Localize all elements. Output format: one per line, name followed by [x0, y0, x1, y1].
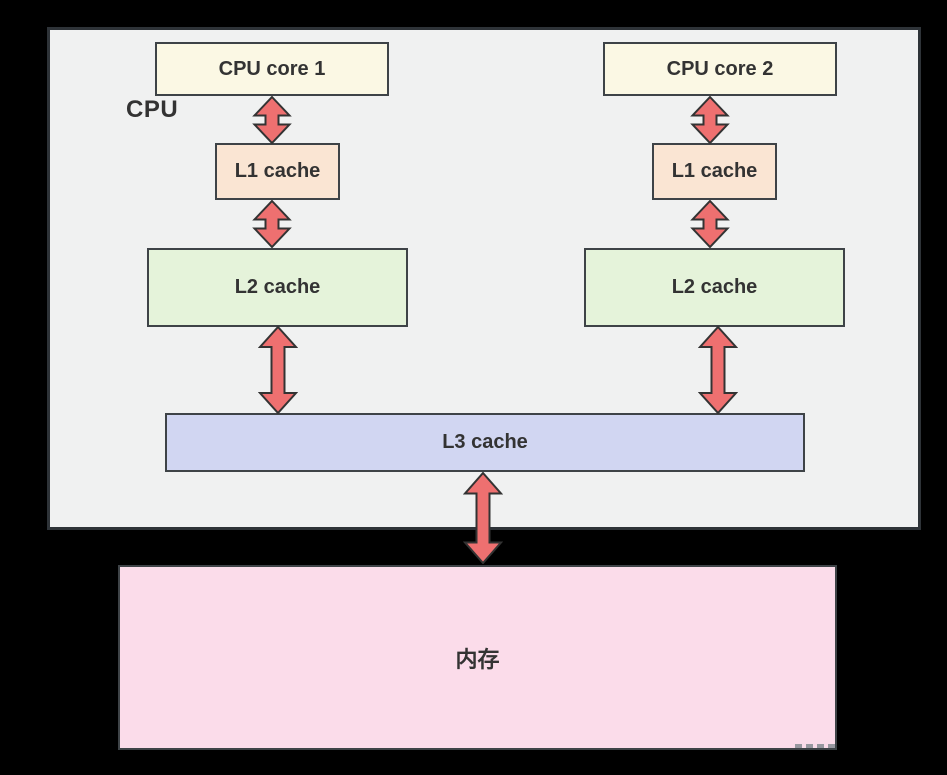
memory-box: 内存	[118, 565, 837, 750]
l2-cache-left-label: L2 cache	[234, 276, 321, 298]
double-arrow-icon-l1-l2-right	[690, 200, 730, 248]
l1-cache-right-label: L1 cache	[671, 160, 758, 182]
double-arrow-icon-core1-l1	[252, 96, 292, 144]
cpu-core-2-label: CPU core 2	[666, 57, 774, 80]
l3-cache-label: L3 cache	[442, 431, 528, 453]
l1-cache-left-label: L1 cache	[234, 160, 321, 182]
memory-label: 内存	[455, 646, 500, 672]
double-arrow-icon-l3-memory	[463, 472, 503, 564]
l1-cache-left-box: L1 cache	[215, 143, 340, 200]
l2-cache-right-label: L2 cache	[671, 276, 758, 298]
l1-cache-right-box: L1 cache	[652, 143, 777, 200]
double-arrow-icon-l2-l3-left	[258, 326, 298, 414]
l3-cache-box: L3 cache	[165, 413, 805, 472]
double-arrow-icon-l2-l3-right	[698, 326, 738, 414]
l2-cache-left-box: L2 cache	[147, 248, 408, 327]
double-arrow-icon-l1-l2-left	[252, 200, 292, 248]
cpu-core-1-label: CPU core 1	[218, 57, 326, 80]
double-arrow-icon-core2-l1	[690, 96, 730, 144]
cpu-group-label: CPU	[126, 96, 179, 123]
cpu-core-1-box: CPU core 1	[155, 42, 389, 96]
watermark-remnant	[795, 744, 839, 748]
l2-cache-right-box: L2 cache	[584, 248, 845, 327]
cpu-core-2-box: CPU core 2	[603, 42, 837, 96]
